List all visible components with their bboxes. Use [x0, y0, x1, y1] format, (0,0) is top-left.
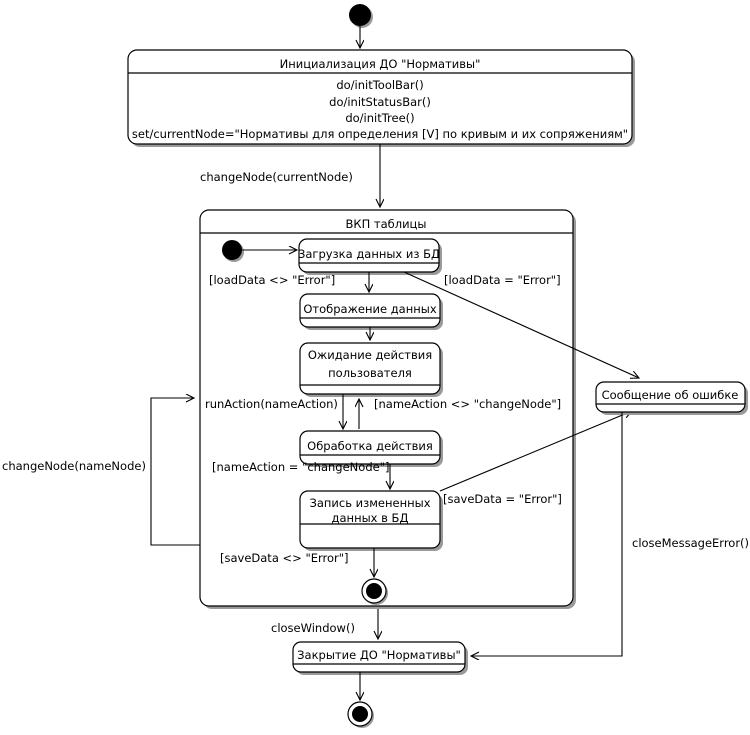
transition-wait-to-process-label: runAction(nameAction) — [205, 397, 338, 411]
transition-composite-to-close-label: closeWindow() — [271, 621, 355, 635]
state-initialization-action-1: do/initStatusBar() — [329, 95, 431, 109]
transition-composite-to-close: closeWindow() — [271, 609, 378, 639]
state-initialization-action-3: set/currentNode="Нормативы для определен… — [132, 127, 628, 141]
transition-process-to-save-label: [nameAction = "changeNode"] — [212, 460, 389, 474]
transition-load-to-display-label: [loadData <> "Error"] — [209, 273, 335, 287]
state-initialization[interactable]: Инициализация ДО "Нормативы" do/initTool… — [127, 49, 635, 147]
transition-save-to-inner-final: [saveData <> "Error"] — [220, 548, 374, 577]
transition-save-to-inner-final-label: [saveData <> "Error"] — [220, 551, 349, 565]
transition-wait-to-process: runAction(nameAction) — [205, 394, 343, 429]
state-load-data[interactable]: Загрузка данных из БД — [298, 238, 442, 275]
transition-init-to-composite: changeNode(currentNode) — [200, 144, 380, 207]
state-save-data[interactable]: Запись измененных данных в БД — [299, 490, 443, 551]
state-close-document[interactable]: Закрытие ДО "Нормативы" — [292, 641, 468, 675]
transition-error-to-close: closeMessageError() — [471, 412, 749, 656]
initial-state-node — [349, 4, 373, 28]
state-initialization-title: Инициализация ДО "Нормативы" — [280, 57, 481, 71]
state-process-action[interactable]: Обработка действия — [299, 430, 443, 467]
state-save-data-title-line2: данных в БД — [332, 511, 409, 525]
composite-state-title: ВКП таблицы — [346, 217, 427, 231]
inner-final-state-node — [361, 578, 388, 605]
state-wait-user-action-title-line2: пользователя — [328, 366, 412, 380]
transition-load-to-error: [loadData = "Error"] — [403, 271, 639, 378]
state-initialization-action-2: do/initTree() — [345, 111, 414, 125]
transition-save-to-error: [saveData = "Error"] — [439, 411, 632, 506]
transition-process-to-save: [nameAction = "changeNode"] — [212, 460, 390, 489]
state-wait-user-action[interactable]: Ожидание действия пользователя — [299, 342, 443, 397]
transition-save-to-error-label: [saveData = "Error"] — [443, 492, 562, 506]
transition-error-to-close-label: closeMessageError() — [632, 536, 749, 550]
transition-load-to-error-label: [loadData = "Error"] — [444, 273, 561, 287]
transition-loopback-change-node: changeNode(nameNode) — [2, 398, 200, 546]
state-close-document-title: Закрытие ДО "Нормативы" — [297, 648, 461, 662]
state-save-data-title-line1: Запись измененных — [309, 496, 430, 510]
inner-initial-state-node — [222, 240, 244, 262]
transition-init-to-composite-label: changeNode(currentNode) — [200, 170, 353, 184]
transition-load-to-display: [loadData <> "Error"] — [209, 272, 369, 292]
composite-state-vkp-table[interactable]: ВКП таблицы — [199, 209, 576, 609]
transition-loopback-change-node-label: changeNode(nameNode) — [2, 459, 146, 473]
transition-process-to-wait: [nameAction <> "changeNode"] — [359, 397, 561, 429]
state-wait-user-action-title-line1: Ожидание действия — [308, 348, 432, 362]
state-process-action-title: Обработка действия — [307, 439, 433, 453]
final-state-node — [347, 701, 374, 728]
state-load-data-title: Загрузка данных из БД — [298, 247, 440, 261]
state-initialization-action-0: do/initToolBar() — [336, 78, 423, 92]
state-error-message-title: Сообщение об ошибке — [602, 388, 739, 402]
state-display-data[interactable]: Отображение данных — [299, 293, 443, 330]
transition-process-to-wait-label: [nameAction <> "changeNode"] — [374, 397, 561, 411]
state-display-data-title: Отображение данных — [303, 302, 437, 316]
state-error-message[interactable]: Сообщение об ошибке — [595, 381, 748, 415]
